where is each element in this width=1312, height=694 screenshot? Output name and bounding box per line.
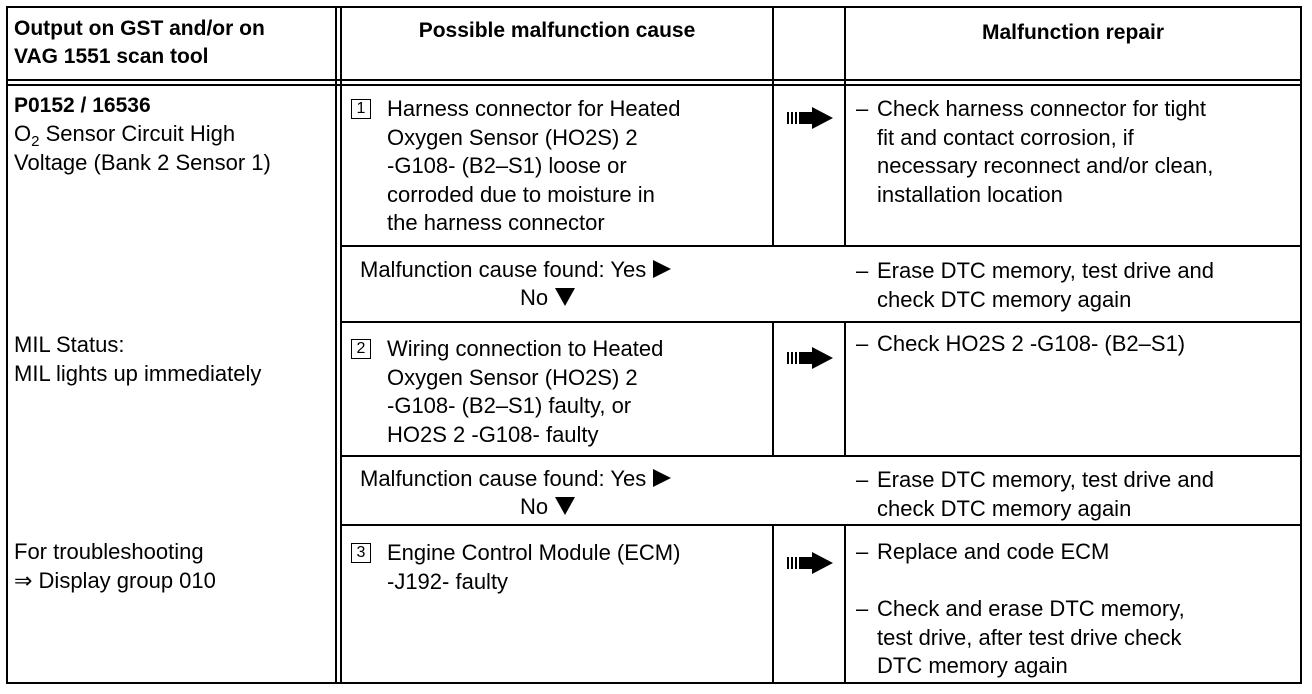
header-cause: Possible malfunction cause — [418, 19, 696, 42]
table-border-left — [6, 6, 8, 684]
cause-2: Wiring connection to Heated Oxygen Senso… — [387, 336, 664, 447]
col1-divider-b — [340, 6, 342, 684]
header-divider-cause — [772, 6, 774, 86]
table-border-bottom — [6, 682, 1302, 684]
troubleshooting-note: For troubleshooting ⇒ Display group 010 — [14, 539, 216, 593]
cause-1: Harness connector for Heated Oxygen Sens… — [387, 96, 681, 235]
row2-divider-a — [772, 322, 774, 456]
repair-dash-3b: – — [856, 596, 869, 621]
header-divider-2 — [6, 84, 1302, 86]
col1-divider-a — [335, 6, 337, 684]
repair-3b: Check and erase DTC memory, test drive, … — [877, 596, 1185, 678]
repair-2: Check HO2S 2 -G108- (B2–S1) — [877, 331, 1186, 356]
repair-dash-1: – — [856, 96, 869, 121]
fault-code: P0152 / 16536 — [14, 94, 151, 117]
table-border-top — [6, 6, 1302, 8]
header-repair: Malfunction repair — [981, 21, 1165, 44]
found-repair-1: Erase DTC memory, test drive and check D… — [877, 258, 1215, 312]
repair-1: Check harness connector for tight fit an… — [877, 96, 1214, 207]
found-question-2: Malfunction cause found: Yes — [360, 465, 672, 494]
troubleshooting-table: Output on GST and/or on VAG 1551 scan to… — [6, 6, 1302, 684]
triangle-down-icon — [555, 497, 576, 515]
step-number-3: 3 — [351, 543, 371, 563]
found-repair-2: Erase DTC memory, test drive and check D… — [877, 467, 1215, 521]
triangle-right-icon — [653, 260, 672, 278]
row-separator-2 — [340, 321, 1302, 323]
row3-divider-b — [844, 525, 846, 684]
found-dash-1: – — [856, 258, 869, 283]
mil-status: MIL Status: MIL lights up immediately — [14, 332, 262, 386]
row1-divider-b — [844, 86, 846, 246]
triangle-right-icon — [653, 469, 672, 487]
step-number-1: 1 — [351, 99, 371, 119]
repair-dash-2: – — [856, 331, 869, 356]
arrow-right-icon — [787, 552, 833, 574]
found-no-1: No — [520, 284, 576, 313]
arrow-right-icon — [787, 107, 833, 129]
repair-dash-3a: – — [856, 539, 869, 564]
step-number-2: 2 — [351, 339, 371, 359]
table-border-right — [1300, 6, 1302, 684]
fault-description: O2 Sensor Circuit High Voltage (Bank 2 S… — [14, 121, 271, 175]
found-question-1: Malfunction cause found: Yes — [360, 256, 672, 285]
row1-divider-a — [772, 86, 774, 246]
found-no-2: No — [520, 493, 576, 522]
row-separator-1 — [340, 245, 1302, 247]
repair-3: Replace and code ECM — [877, 539, 1110, 564]
triangle-down-icon — [555, 288, 576, 306]
arrow-right-icon — [787, 347, 833, 369]
found-dash-2: – — [856, 467, 869, 492]
header-divider-1 — [6, 79, 1302, 81]
row3-divider-a — [772, 525, 774, 684]
row2-divider-b — [844, 322, 846, 456]
header-output: Output on GST and/or on VAG 1551 scan to… — [14, 17, 265, 68]
cause-3: Engine Control Module (ECM) -J192- fault… — [387, 540, 681, 594]
row-separator-3 — [340, 455, 1302, 457]
row-separator-4 — [340, 524, 1302, 526]
header-divider-repair — [844, 6, 846, 86]
